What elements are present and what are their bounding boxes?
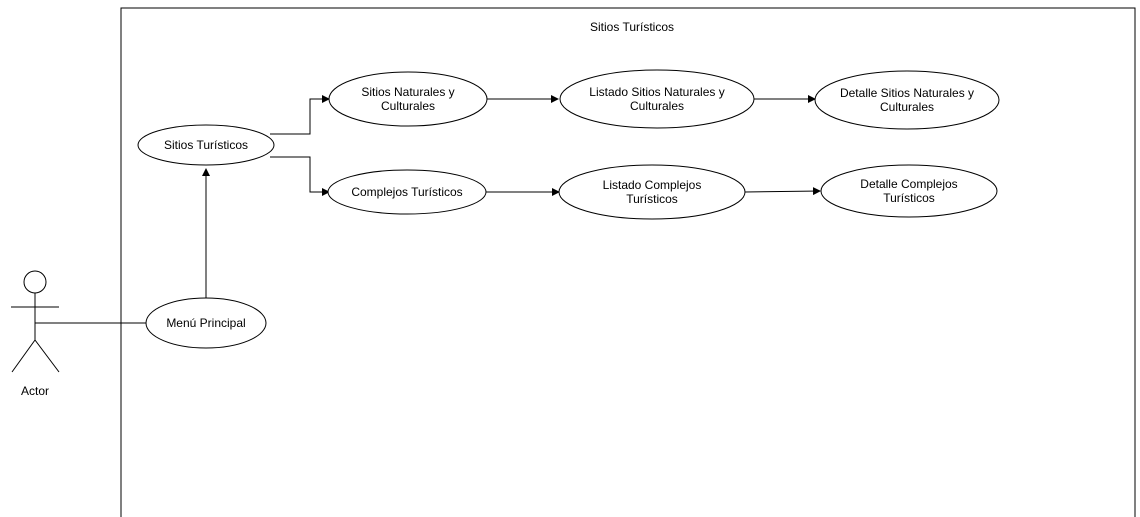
actor[interactable]: Actor [11,270,60,398]
use-case-label: Sitios Turísticos [164,138,248,152]
use-case-label-line: Detalle Sitios Naturales y [840,86,974,100]
use-case-label: Complejos Turísticos [351,185,462,199]
system-boundary [120,7,1136,517]
use-case-label-line: Turísticos [626,192,678,206]
use-case-label: Menú Principal [166,316,245,330]
use-case-label-line: Menú Principal [166,316,245,330]
use-case-label-line: Sitios Turísticos [164,138,248,152]
use-case-label-line: Culturales [381,99,435,113]
use-case-label-line: Culturales [630,99,684,113]
use-case-sitios-turisticos[interactable]: Sitios Turísticos [137,124,275,166]
use-case-label-line: Listado Sitios Naturales y [589,85,724,99]
use-case-label-line: Culturales [880,100,934,114]
use-case-label-line: Complejos Turísticos [351,185,462,199]
connectors [35,95,821,324]
listado-to-detalle-complejos-arrow [744,187,821,196]
use-case-label-line: Sitios Naturales y [361,85,454,99]
use-case-menu-principal[interactable]: Menú Principal [145,297,267,349]
use-case-complejos-turisticos[interactable]: Complejos Turísticos [327,169,487,215]
stick-figure-icon [11,270,60,373]
use-case-label-line: Listado Complejos [603,178,702,192]
use-case-label-line: Detalle Complejos [860,177,957,191]
sitios-to-complejos-arrow [270,156,330,196]
system-title: Sitios Turísticos [590,20,674,34]
sitios-to-naturales-arrow [270,95,330,135]
use-case-label-line: Turísticos [883,191,935,205]
actor-label: Actor [21,384,49,398]
